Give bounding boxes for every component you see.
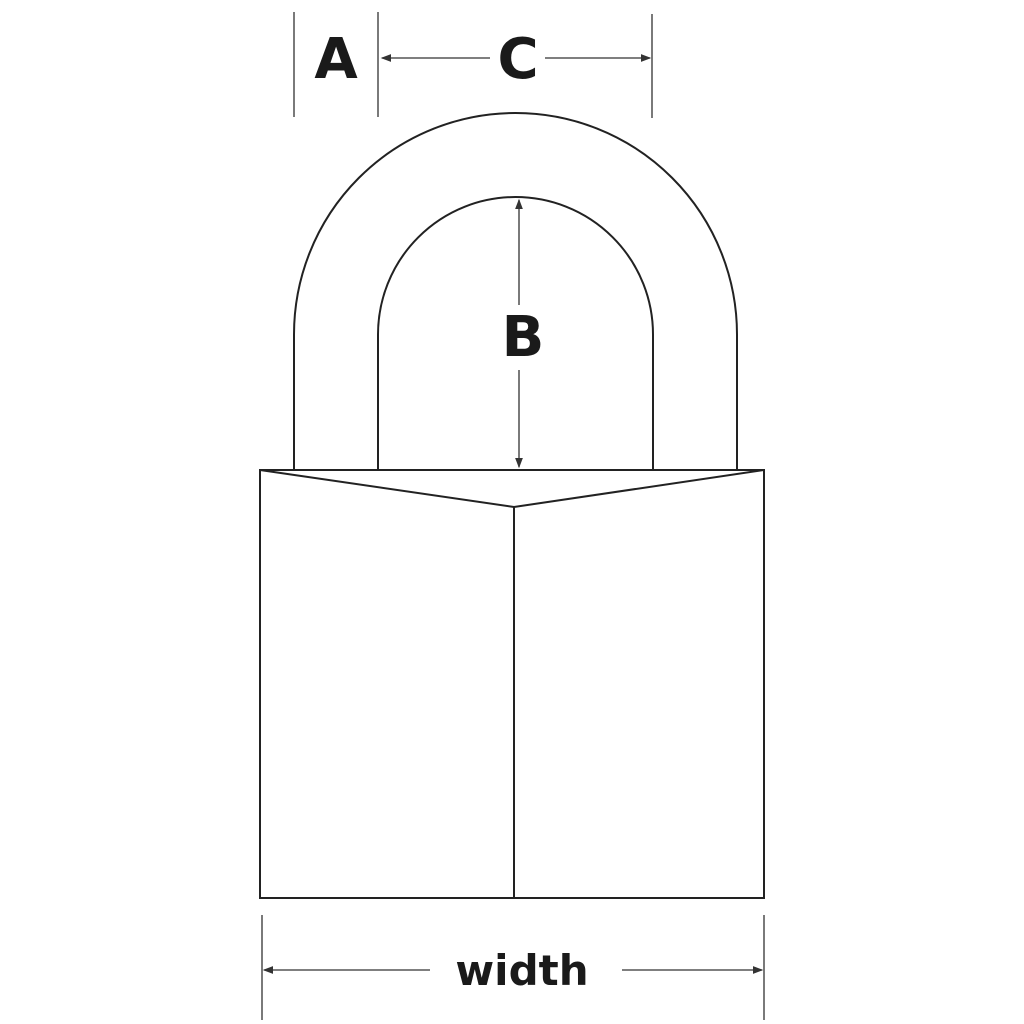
- label-a: A: [314, 27, 358, 92]
- label-b: B: [502, 305, 545, 370]
- shackle-outer: [293, 112, 738, 470]
- label-c: C: [497, 27, 538, 92]
- label-width: width: [455, 946, 588, 995]
- body-top-bevel: [259, 469, 765, 509]
- shackle-inner: [377, 196, 654, 470]
- lock-body: [259, 469, 765, 899]
